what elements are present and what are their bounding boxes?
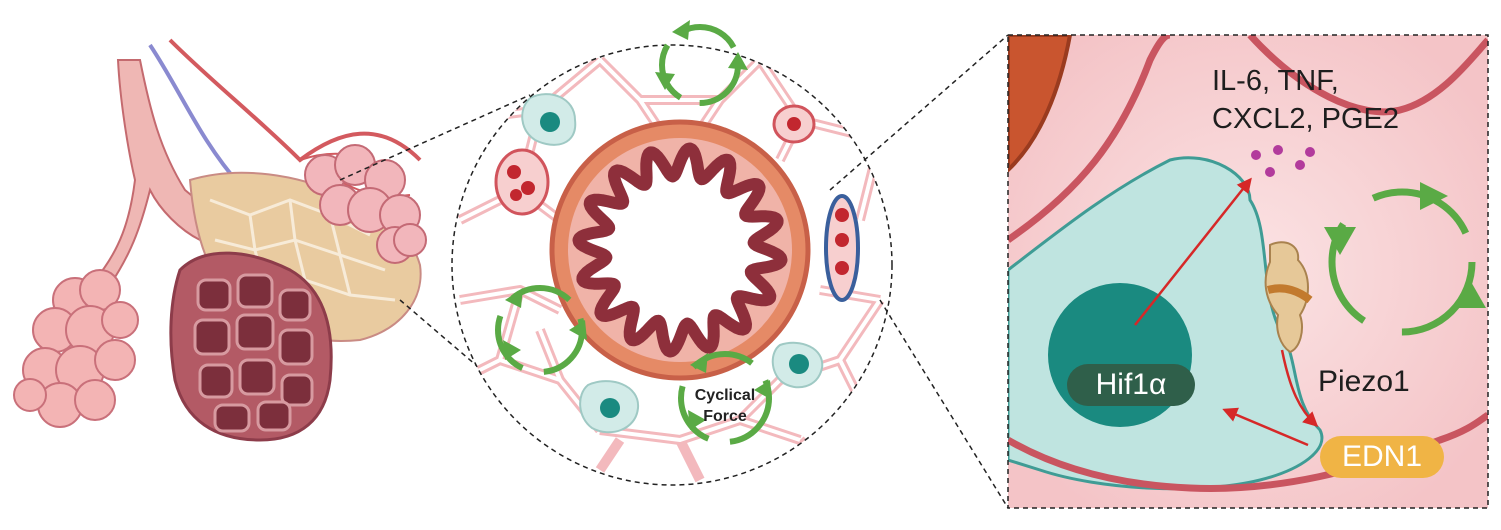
bronchiole — [95, 60, 215, 285]
hif1a-badge: Hif1α — [1067, 364, 1195, 406]
cyclical-force-label: Cyclical Force — [670, 385, 780, 427]
airway-epithelium — [579, 149, 782, 352]
piezo1-label: Piezo1 — [1318, 365, 1410, 399]
capillary-right-blue — [826, 196, 858, 300]
alveolar-sac-cluster — [14, 270, 138, 427]
edn1-badge: EDN1 — [1320, 436, 1444, 478]
cell-teal-2 — [580, 381, 638, 432]
cell-teal-3 — [773, 343, 823, 387]
capillary-left — [496, 150, 548, 214]
cell-teal-1 — [522, 94, 575, 145]
lung-anatomy — [14, 40, 426, 440]
cytokines-label: IL-6, TNF, CXCL2, PGE2 — [1212, 62, 1399, 138]
capillary-top-right — [774, 106, 814, 142]
